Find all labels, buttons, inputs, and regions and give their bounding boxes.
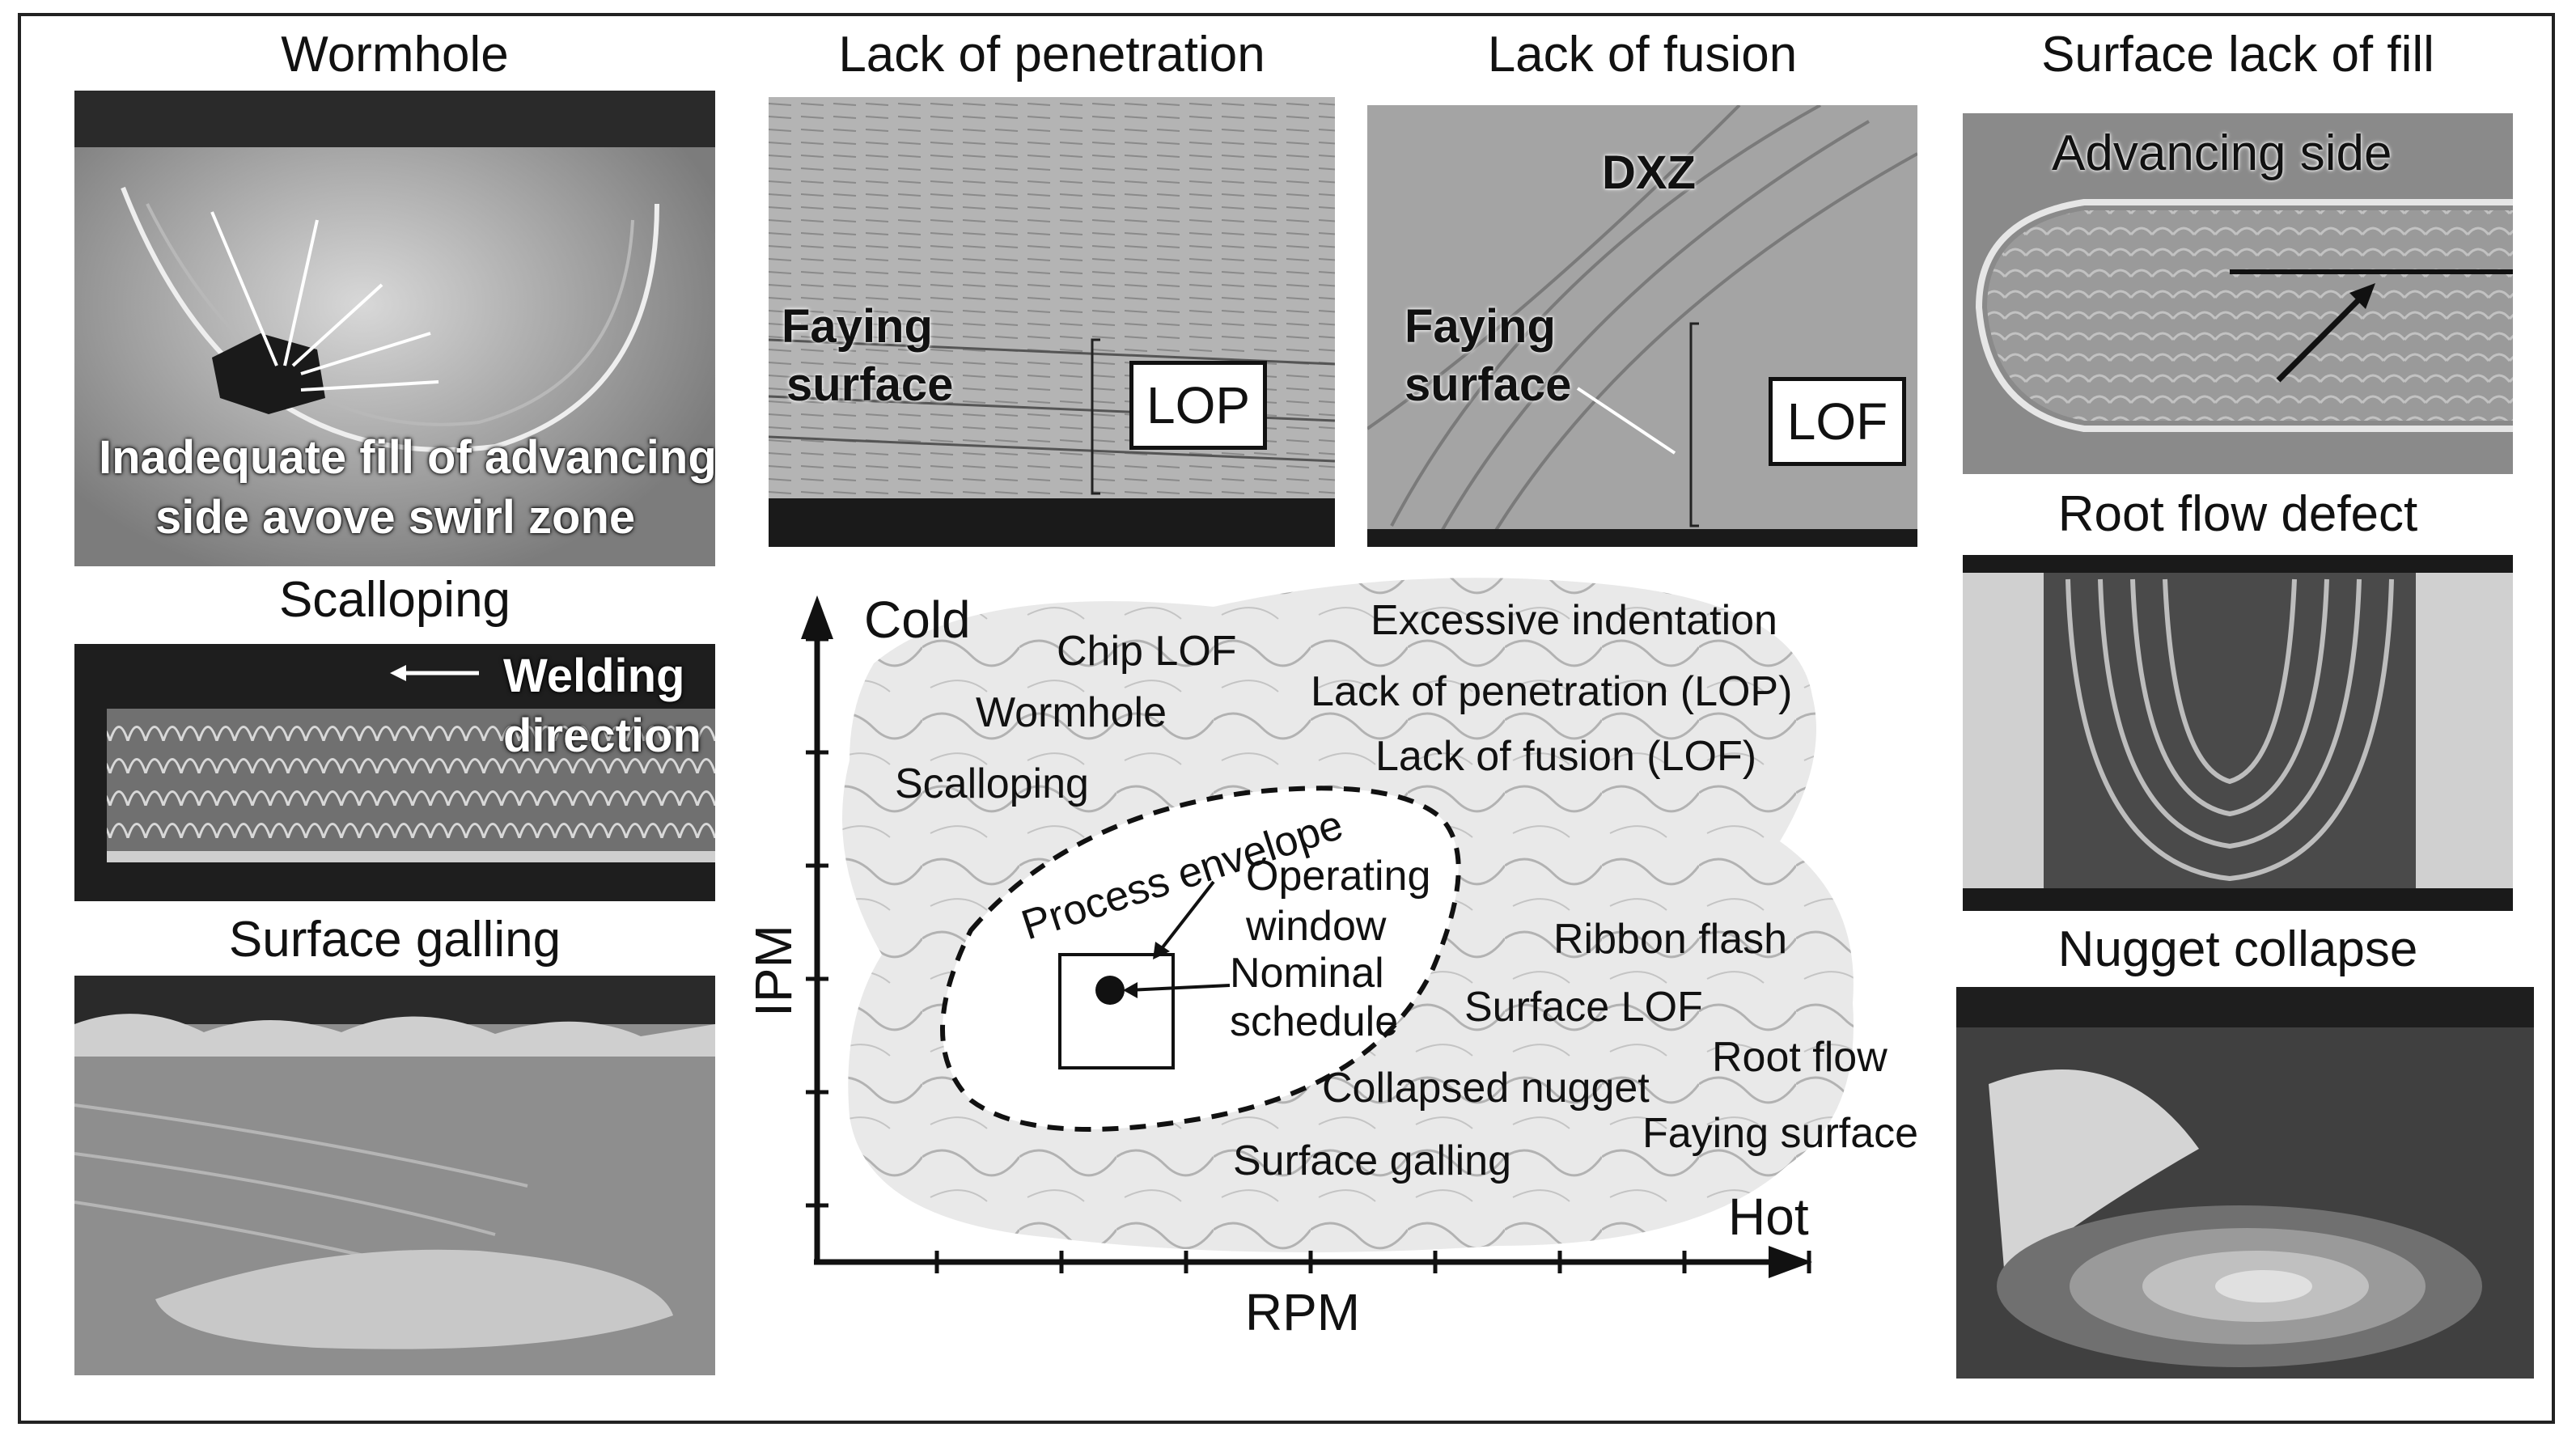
y-axis-ticks: [806, 637, 828, 1208]
nugget-collapse-title: Nugget collapse: [2057, 921, 2418, 977]
window-leader: [1155, 880, 1215, 956]
lof-box-label: LOF: [1769, 377, 1906, 466]
lack-of-fill-advancing-label: Advancing side: [2052, 125, 2392, 181]
defect-label-lack-of-fusion: Lack of fusion (LOF): [1375, 733, 1756, 780]
operating-window-label-line2: window: [1245, 903, 1387, 950]
surface-lack-of-fill-micrograph: Advancing side: [1963, 113, 2513, 474]
defect-label-wormhole: Wormhole: [976, 689, 1167, 736]
defect-label-excessive-indentation: Excessive indentation: [1371, 597, 1777, 644]
operating-window-box: [1058, 953, 1175, 1069]
defect-label-surface-galling: Surface galling: [1233, 1137, 1511, 1184]
surface-galling-micrograph: [74, 976, 715, 1375]
lop-faying-line1: Faying: [782, 300, 933, 353]
defect-label-root-flow: Root flow: [1712, 1034, 1888, 1081]
nugget-collapse-micrograph: [1956, 987, 2534, 1379]
nominal-schedule-label-line1: Nominal: [1230, 950, 1384, 997]
surface-lack-of-fill-title: Surface lack of fill: [2041, 27, 2434, 83]
lop-faying-line2: surface: [786, 358, 954, 411]
scalloping-title: Scalloping: [278, 572, 511, 628]
lack-of-fusion-title: Lack of fusion: [1487, 27, 1798, 83]
lack-of-penetration-micrograph: Faying surface LOP: [769, 97, 1335, 547]
wormhole-caption-line1: Inadequate fill of advancing: [99, 431, 715, 484]
wormhole-title: Wormhole: [281, 27, 509, 83]
scalloping-note-line1: Welding: [503, 650, 685, 702]
nominal-leader-arrowhead: [1123, 982, 1138, 998]
lack-of-fusion-micrograph: DXZ Faying surface LOF: [1367, 105, 1917, 547]
window-leader-arrowhead: [1153, 942, 1170, 959]
process-window-diagram: IPM RPM Cold Hot Process envelope Operat…: [744, 578, 1918, 1341]
defect-label-ribbon-flash: Ribbon flash: [1553, 916, 1787, 963]
wormhole-micrograph: Inadequate fill of advancing side avove …: [74, 91, 715, 566]
nominal-schedule-point: [1095, 976, 1125, 1005]
y-axis-arrowhead: [801, 595, 833, 639]
defect-label-lack-of-penetration: Lack of penetration (LOP): [1311, 668, 1792, 715]
lof-faying-line2: surface: [1405, 358, 1572, 411]
defect-label-surface-lof: Surface LOF: [1464, 984, 1703, 1031]
nominal-schedule-label-line2: schedule: [1230, 998, 1398, 1045]
process-envelope-outline: [940, 786, 1461, 1132]
lof-faying-line1: Faying: [1405, 300, 1556, 353]
defect-label-collapsed-nugget: Collapsed nugget: [1322, 1065, 1650, 1112]
lack-of-penetration-title: Lack of penetration: [838, 27, 1265, 83]
defect-label-chip-lof: Chip LOF: [1057, 628, 1237, 675]
defect-label-faying-surface: Faying surface: [1642, 1110, 1918, 1157]
hot-label: Hot: [1728, 1188, 1809, 1246]
x-axis-ticks: [934, 1251, 1811, 1273]
y-axis-label: IPM: [744, 925, 803, 1017]
scalloping-micrograph: Welding direction: [74, 644, 715, 901]
cold-label: Cold: [864, 591, 971, 649]
wormhole-caption-line2: side avove swirl zone: [155, 491, 636, 544]
nominal-leader: [1127, 984, 1231, 992]
lop-box-label: LOP: [1129, 361, 1267, 450]
operating-window-label-line1: Operating: [1246, 853, 1430, 900]
root-flow-defect-title: Root flow defect: [2057, 486, 2418, 542]
x-axis-label: RPM: [1245, 1283, 1360, 1341]
lof-zone-label: DXZ: [1602, 146, 1696, 199]
scalloping-note-line2: direction: [503, 709, 701, 762]
x-axis-arrowhead: [1769, 1246, 1812, 1278]
surface-galling-title: Surface galling: [228, 912, 561, 968]
root-flow-defect-micrograph: [1963, 555, 2513, 911]
defect-label-scalloping: Scalloping: [895, 760, 1089, 807]
